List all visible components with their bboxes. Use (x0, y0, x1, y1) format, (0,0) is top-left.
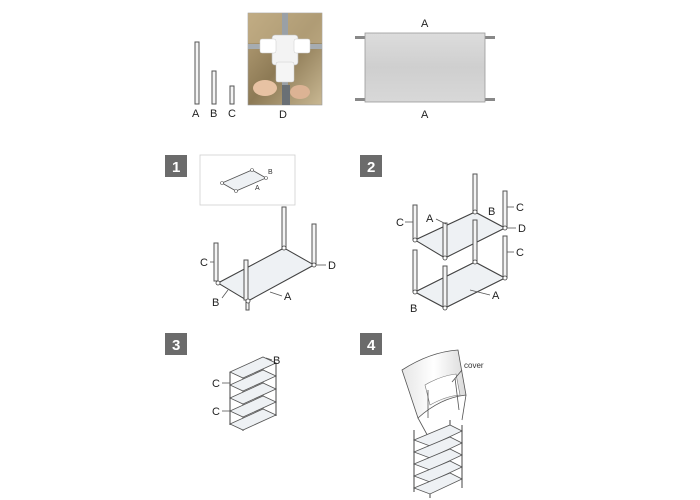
step-4: 4 cover (360, 333, 484, 498)
step-4-number: 4 (367, 337, 376, 354)
step-2-label-b2: B (410, 303, 417, 315)
step-4-rack (412, 420, 463, 498)
step-1-label-c: C (200, 257, 208, 269)
step-1-label-a: A (284, 291, 292, 303)
step-4-cover (401, 349, 467, 441)
step-2-label-a2: A (492, 290, 500, 302)
step-2-number: 2 (367, 159, 375, 176)
step-4-cover-label: cover (464, 361, 484, 370)
parts-row: A B C D (192, 12, 495, 121)
shelf-fabric-panel (355, 32, 495, 103)
step-3: 3 B C C (165, 333, 280, 431)
step-3-label-c1: C (212, 378, 220, 390)
step-2-label-c2: C (516, 202, 524, 214)
pole-c-label: C (228, 108, 236, 120)
step-2-badge (360, 155, 382, 177)
step-1-badge (165, 155, 187, 177)
step-2: 2 C A B C D (360, 155, 526, 315)
step-3-label-b: B (273, 355, 280, 367)
step-1-inset-a: A (255, 185, 260, 192)
connector-d-label: D (279, 109, 287, 121)
step-3-number: 3 (172, 337, 180, 354)
step-1-number: 1 (172, 159, 180, 176)
step-2-label-c3: C (516, 247, 524, 259)
step-3-label-c2: C (212, 406, 220, 418)
step-4-badge (360, 333, 382, 355)
step-1-inset-b: B (268, 169, 273, 176)
pole-b (211, 70, 217, 105)
step-3-rack (229, 356, 277, 431)
pole-a-label: A (192, 108, 200, 120)
pole-a (194, 41, 200, 105)
step-1: 1 B A C D B A (165, 154, 336, 311)
pole-c (229, 85, 235, 105)
step-1-label-b: B (212, 297, 219, 309)
shelf-bottom-label: A (421, 109, 429, 121)
step-3-badge (165, 333, 187, 355)
step-2-label-d: D (518, 223, 526, 235)
step-2-label-c1: C (396, 217, 404, 229)
connector-d-photo (247, 12, 323, 106)
shelf-top-label: A (421, 18, 429, 30)
step-2-label-a1: A (426, 213, 434, 225)
step-2-label-b1: B (488, 206, 495, 218)
pole-b-label: B (210, 108, 217, 120)
step-1-label-d: D (328, 260, 336, 272)
